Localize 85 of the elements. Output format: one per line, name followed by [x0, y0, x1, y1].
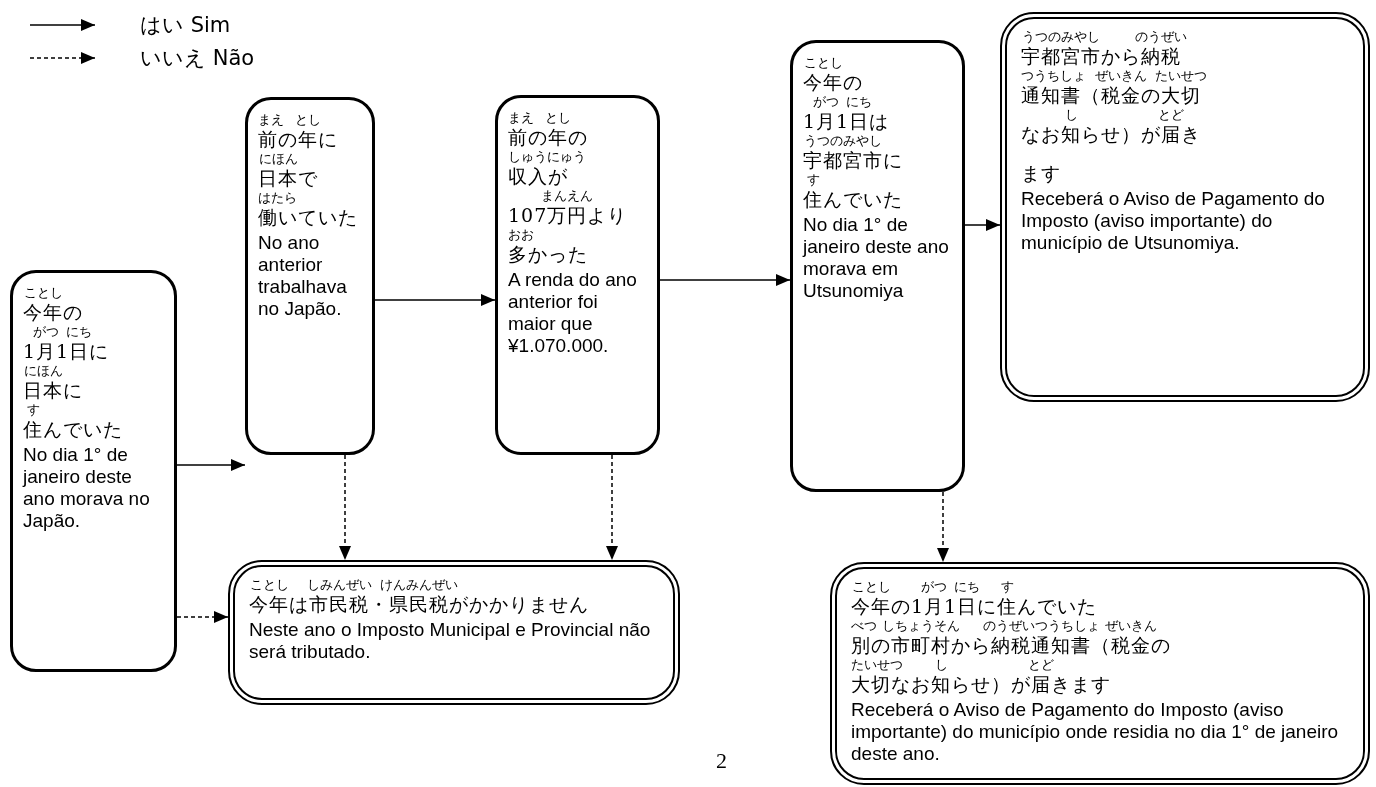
japanese-text: 収入が [508, 165, 568, 188]
furigana: ぜいきん [1095, 68, 1147, 83]
furigana: ぜいきん [1105, 618, 1157, 633]
page-number: 2 [716, 748, 727, 774]
furigana: しみんぜい [306, 577, 372, 592]
japanese-text: 住んでいた [803, 188, 903, 211]
japanese-text: 多かった [508, 243, 588, 266]
arrow [937, 491, 949, 563]
furigana: まんえん [541, 188, 594, 203]
furigana: たいせつ [1155, 68, 1207, 83]
arrow [339, 454, 351, 561]
arrow [374, 294, 496, 306]
arrow [176, 459, 246, 471]
portuguese-text: Neste ano o Imposto Municipal e Provincial não será tributado. [249, 619, 652, 663]
arrow [964, 219, 1001, 231]
furigana: がつ [33, 324, 60, 339]
japanese-text: 107万円より [508, 204, 628, 227]
furigana: べつ [851, 618, 877, 633]
japanese-text: 別の市町村から納税通知書（税金の [851, 634, 1171, 657]
furigana: ことし [803, 55, 843, 70]
furigana: しちょうそん [882, 618, 960, 633]
portuguese-text: Receberá o Aviso de Pagamento do Imposto (aviso importante) do município de Utsunomiya. [1021, 188, 1326, 254]
portuguese-text: Receberá o Aviso de Pagamento do Imposto (aviso importante) do município onde residia no dia 1° de janeiro deste ano. [851, 699, 1340, 765]
arrow [659, 274, 791, 286]
furigana: はたら [258, 190, 297, 205]
arrow [176, 611, 229, 623]
japanese-text: 働いていた [258, 206, 358, 229]
result-box [228, 560, 680, 705]
japanese-text: 宇都宮市に [803, 149, 903, 172]
portuguese-text: No dia 1° de janeiro deste ano morava em Utsunomiya [803, 214, 950, 302]
japanese-text: 今年の [803, 71, 863, 94]
legend-text: はい Sim [140, 12, 231, 39]
furigana: がつ [813, 94, 840, 109]
furigana: ことし [249, 577, 289, 592]
furigana: し [934, 657, 948, 672]
furigana: にほん [23, 363, 63, 378]
furigana: ことし [851, 579, 891, 594]
furigana: す [806, 172, 820, 187]
furigana: うつのみやし [804, 133, 882, 148]
japanese-text: 今年の [23, 301, 83, 324]
furigana: のうぜいつうちしょ [982, 618, 1100, 633]
furigana: けんみんぜい [380, 577, 458, 592]
japanese-text: 前の年の [508, 126, 588, 149]
japanese-text: 今年は市民税・県民税がかかりません [249, 593, 589, 616]
japanese-text: なお知らせ）が届き [1021, 123, 1201, 146]
process-box [10, 270, 177, 672]
furigana: にち [954, 579, 981, 594]
furigana: のうぜい [1135, 29, 1187, 44]
portuguese-text: No dia 1° de janeiro deste ano morava no Japão. [23, 444, 151, 532]
japanese-text: 日本に [23, 379, 83, 402]
arrow [606, 454, 618, 561]
result-box [1000, 12, 1370, 402]
furigana: たいせつ [851, 657, 903, 672]
furigana: しゅうにゅう [508, 149, 586, 164]
japanese-text: 日本で [258, 167, 318, 190]
japanese-text: 前の年に [258, 128, 338, 151]
legend-text: いいえ Não [140, 45, 255, 72]
furigana: まえ [508, 110, 534, 125]
result-box [830, 562, 1370, 785]
japanese-text: 住んでいた [23, 418, 123, 441]
furigana: とし [295, 112, 321, 127]
furigana: とし [545, 110, 571, 125]
japanese-text: ます [1021, 162, 1061, 185]
furigana: とど [1158, 107, 1184, 122]
furigana: にほん [258, 151, 298, 166]
furigana: す [1000, 579, 1014, 594]
furigana: つうちしょ [1021, 68, 1086, 83]
furigana: とど [1028, 657, 1054, 672]
furigana: うつのみやし [1022, 29, 1100, 44]
process-box [245, 97, 375, 455]
furigana: おお [508, 227, 534, 242]
portuguese-text: No ano anterior trabalhava no Japão. [258, 232, 348, 320]
furigana: し [1064, 107, 1078, 122]
furigana: す [26, 402, 40, 417]
process-box [790, 40, 965, 492]
furigana: がつ [921, 579, 948, 594]
furigana: ことし [23, 285, 63, 300]
furigana: にち [846, 94, 873, 109]
furigana: まえ [258, 112, 284, 127]
portuguese-text: A renda do ano anterior foi maior que ¥1.070.000. [508, 269, 638, 357]
japanese-text: 通知書（税金の大切 [1021, 84, 1201, 107]
process-box [495, 95, 660, 455]
japanese-text: 宇都宮市から納税 [1021, 45, 1181, 68]
furigana: にち [66, 324, 93, 339]
japanese-text: 大切なお知らせ）が届きます [851, 673, 1111, 696]
